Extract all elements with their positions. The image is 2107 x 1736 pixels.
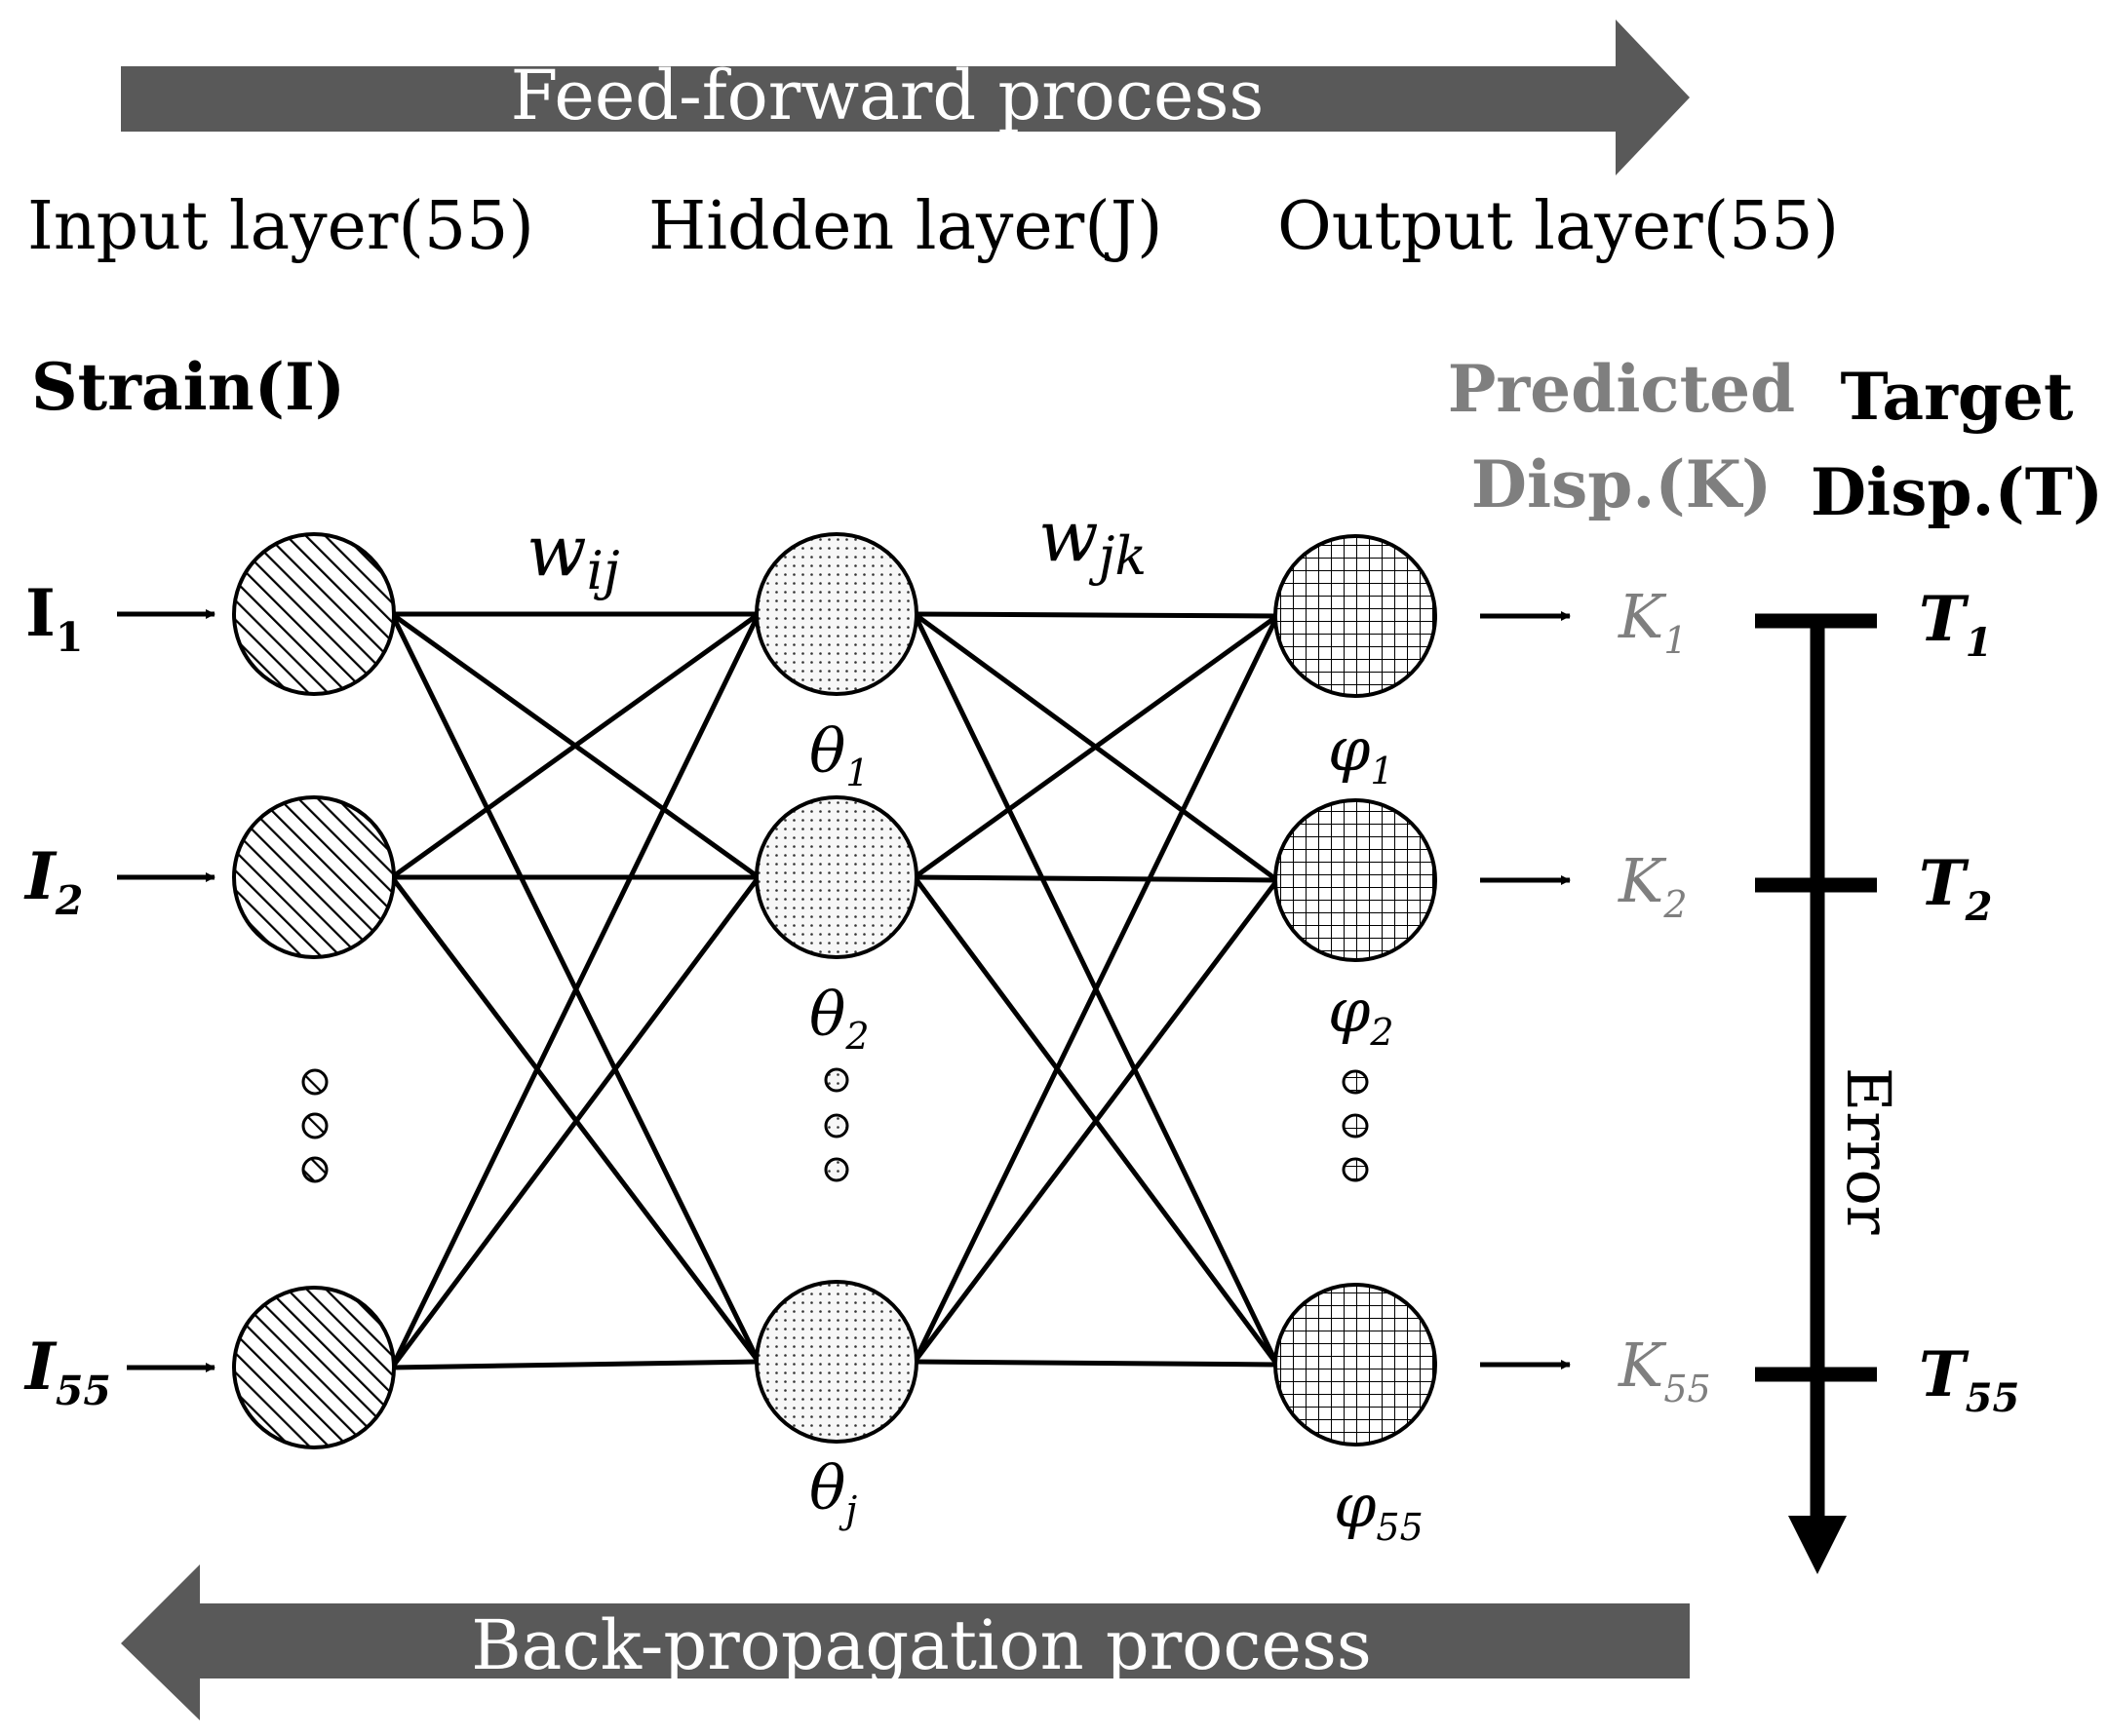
- output-node-label: φ55: [1334, 1470, 1424, 1549]
- predicted-label: K55: [1618, 1330, 1711, 1410]
- connection-hidden-output: [914, 874, 1278, 883]
- predicted-label: K2: [1618, 845, 1688, 926]
- hidden-node-label: θ1: [809, 715, 870, 794]
- hidden-node: [755, 532, 918, 696]
- nodes: [232, 532, 1437, 1449]
- input-ellipsis: [301, 1068, 329, 1183]
- back-propagation-arrow: Back-propagation process: [121, 1564, 1690, 1720]
- strain-header: Strain(I): [31, 349, 345, 425]
- output-node: [1273, 534, 1437, 698]
- hidden-node-label: θ2: [809, 979, 870, 1058]
- connection-input-hidden: [389, 875, 761, 1370]
- connections: [389, 611, 1280, 1370]
- output-node-label: φ2: [1328, 975, 1394, 1054]
- hidden-node: [755, 795, 918, 959]
- weight-label-jk: wjk: [1038, 495, 1147, 587]
- hidden-node: [755, 1280, 918, 1444]
- connection-input-hidden: [390, 611, 761, 880]
- input-label: I1: [25, 575, 83, 661]
- output-layer-label: Output layer(55): [1277, 188, 1839, 265]
- back-propagation-label: Back-propagation process: [471, 1605, 1372, 1685]
- input-node: [232, 1286, 396, 1449]
- feed-forward-label: Feed-forward process: [511, 56, 1265, 135]
- input-label: I2: [23, 838, 83, 924]
- error-label: Error: [1833, 1067, 1904, 1235]
- feed-forward-arrow: Feed-forward process: [121, 19, 1690, 175]
- predicted-header-line1: Predicted: [1448, 351, 1795, 427]
- target-header-line2: Disp.(T): [1811, 454, 2103, 530]
- connection-hidden-output: [912, 614, 1280, 1364]
- weight-label-ij: wij: [527, 510, 620, 601]
- connection-hidden-output: [914, 1359, 1278, 1368]
- predicted-header-line2: Disp.(K): [1471, 446, 1772, 522]
- connection-hidden-output: [913, 613, 1279, 880]
- output-ellipsis: [1342, 1069, 1369, 1182]
- connection-input-hidden: [389, 612, 761, 1370]
- connection-input-hidden: [391, 1359, 760, 1370]
- error-bar: Error: [1755, 613, 1904, 1574]
- output-node: [1273, 798, 1437, 962]
- connection-hidden-output: [914, 611, 1278, 619]
- input-node: [232, 795, 396, 959]
- hidden-layer-label: Hidden layer(J): [648, 188, 1163, 265]
- target-header-line1: Target: [1841, 359, 2074, 435]
- target-label: T55: [1919, 1338, 2019, 1421]
- target-label: T1: [1919, 583, 1992, 666]
- hidden-ellipsis: [824, 1067, 849, 1182]
- hidden-node-label: θj: [809, 1452, 857, 1531]
- output-node-label: φ1: [1328, 714, 1394, 792]
- input-node: [232, 532, 396, 696]
- output-node: [1273, 1283, 1437, 1447]
- input-layer-label: Input layer(55): [27, 188, 534, 265]
- connection-hidden-output: [913, 878, 1279, 1364]
- input-label: I55: [23, 1329, 111, 1414]
- target-label: T2: [1919, 847, 1992, 930]
- predicted-label: K1: [1618, 581, 1688, 662]
